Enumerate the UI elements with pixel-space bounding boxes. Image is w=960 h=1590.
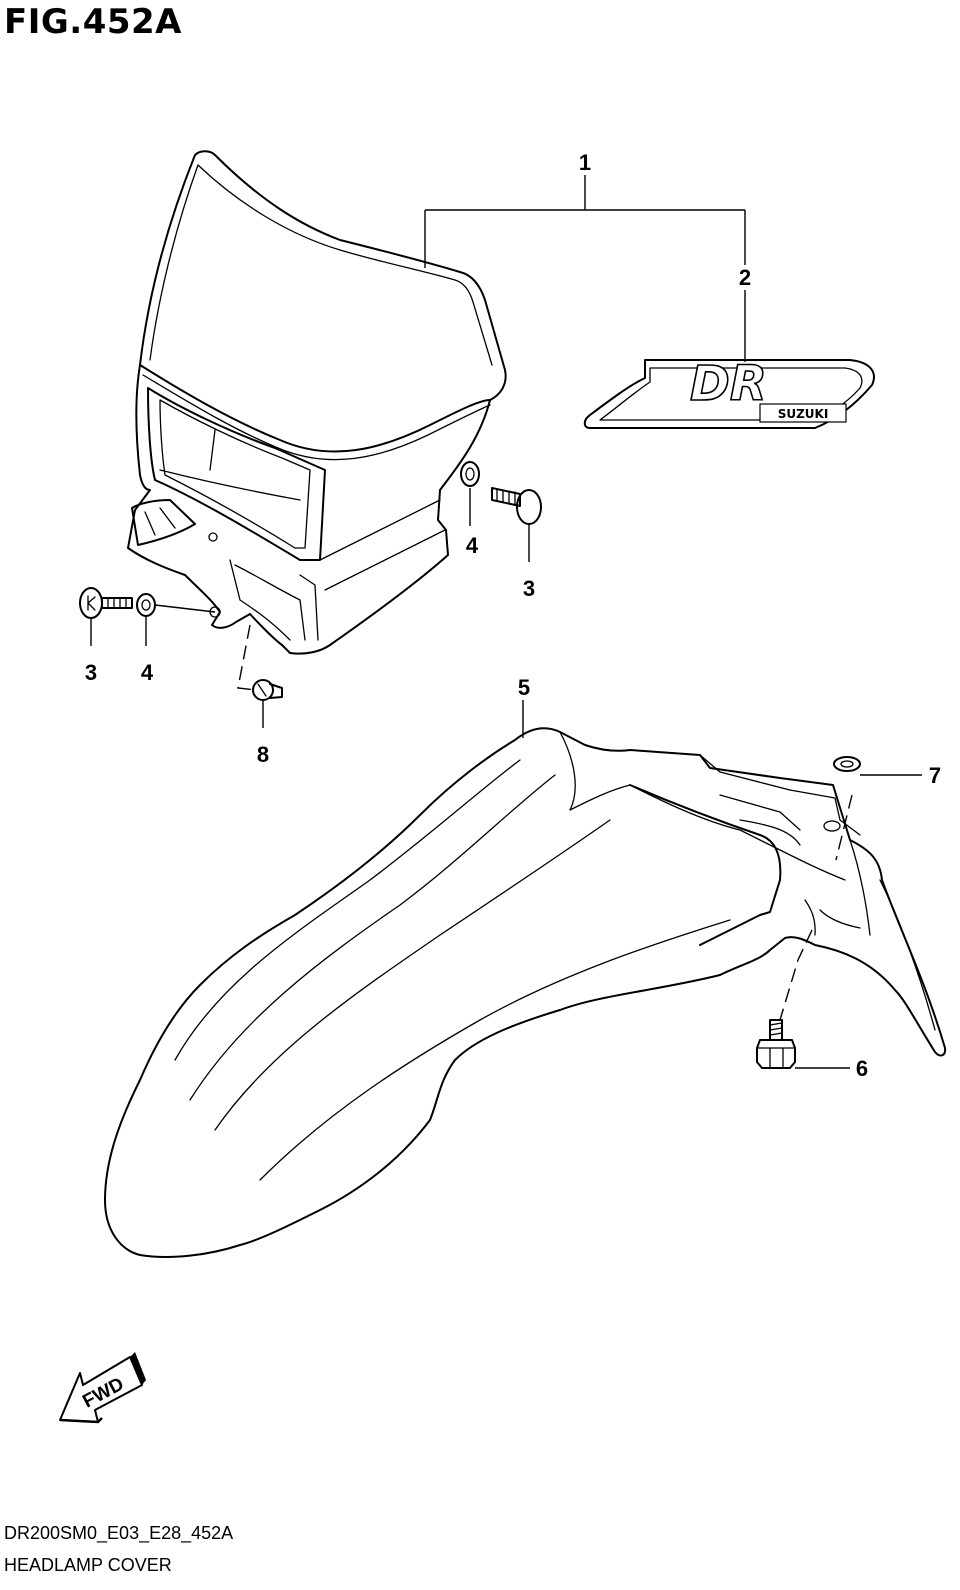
callout-6: 6 bbox=[856, 1056, 868, 1081]
callout-2: 2 bbox=[739, 265, 751, 290]
callout-1: 1 bbox=[579, 150, 591, 175]
emblem-brand-text: SUZUKI bbox=[778, 407, 829, 421]
callout-4-left: 4 bbox=[141, 660, 154, 685]
bolt-left bbox=[79, 587, 133, 619]
bolt-right bbox=[491, 487, 542, 525]
front-fender bbox=[104, 727, 947, 1258]
washer-left bbox=[136, 593, 156, 617]
clip bbox=[252, 679, 283, 701]
callout-8: 8 bbox=[257, 742, 269, 767]
emblem-logo-text: DR bbox=[690, 356, 767, 412]
washer-right bbox=[460, 461, 480, 487]
dr-emblem: DR SUZUKI bbox=[583, 355, 875, 429]
figure-title: FIG.452A bbox=[4, 2, 182, 42]
leader-lines bbox=[90, 175, 922, 1069]
callout-4-right: 4 bbox=[466, 533, 479, 558]
callout-5: 5 bbox=[518, 675, 530, 700]
fwd-arrow-icon: FWD bbox=[59, 1352, 146, 1424]
section-name: HEADLAMP COVER bbox=[4, 1555, 172, 1575]
small-washer bbox=[833, 756, 861, 772]
callout-3-left: 3 bbox=[85, 660, 97, 685]
callout-3-right: 3 bbox=[523, 576, 535, 601]
model-code: DR200SM0_E03_E28_452A bbox=[4, 1523, 234, 1543]
emblem-brand-box bbox=[759, 403, 847, 423]
headlamp-cover bbox=[127, 150, 507, 655]
flange-bolt bbox=[756, 1019, 796, 1069]
callout-7: 7 bbox=[929, 763, 941, 788]
